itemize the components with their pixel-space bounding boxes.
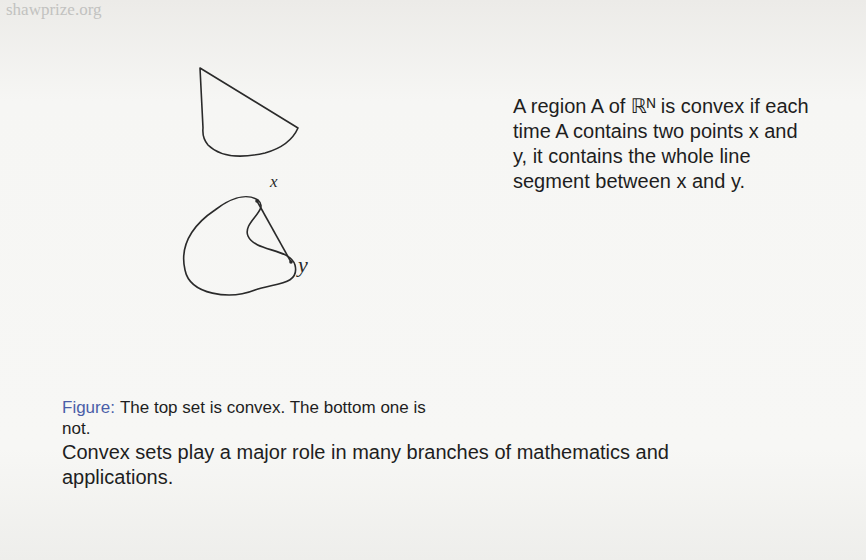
segment-xy <box>257 201 291 262</box>
point-x <box>255 199 259 203</box>
caption-text: The top set is convex. The bottom one is… <box>62 398 426 438</box>
watermark: shawprize.org <box>6 0 206 20</box>
note-text: Convex sets play a major role in many br… <box>62 440 782 490</box>
point-y <box>289 260 293 264</box>
point-label: y <box>298 252 318 278</box>
caption-prefix: Figure: <box>62 398 115 417</box>
definition-text: A region A of ℝᴺ is convex if each time … <box>513 94 813 194</box>
convex-set <box>200 68 298 156</box>
figure-caption: Figure:The top set is convex. The bottom… <box>62 397 452 439</box>
non-convex-set <box>184 197 296 295</box>
point-label: x <box>270 172 290 192</box>
